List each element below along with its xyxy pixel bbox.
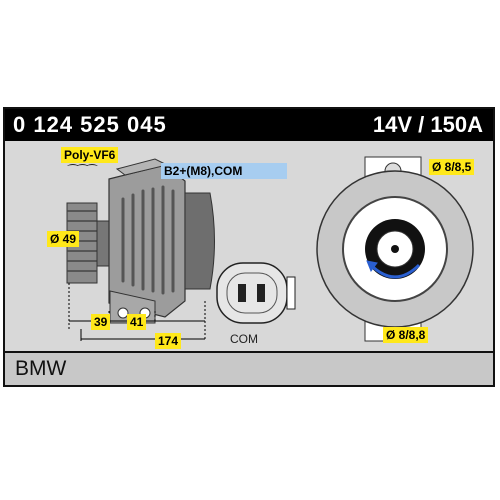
rear-view-icon xyxy=(316,156,474,342)
product-card: 0 124 525 045 14V / 150A xyxy=(3,107,495,387)
pulley-diameter-label: Ø 49 xyxy=(47,231,80,247)
pulley-icon xyxy=(66,202,110,284)
dim-41-label: 41 xyxy=(127,314,147,330)
alternator-drawing xyxy=(66,156,474,342)
terminal-label: B2+(M8),COM xyxy=(161,163,287,179)
mount-top-label: Ø 8/8,5 xyxy=(429,159,475,175)
header-bar: 0 124 525 045 14V / 150A xyxy=(5,109,493,141)
dim-174-label: 174 xyxy=(155,333,182,349)
pulley-type-label: Poly-VF6 xyxy=(61,147,119,163)
mount-bottom-label: Ø 8/8,8 xyxy=(383,327,429,343)
dim-39-label: 39 xyxy=(91,314,111,330)
alternator-body-icon xyxy=(108,158,215,324)
pulley-ribs-icon: ⁀⁀⁀ xyxy=(68,164,97,178)
vehicle-brand: BMW xyxy=(15,357,67,380)
footer-bar: BMW xyxy=(5,351,493,385)
part-number: 0 124 525 045 xyxy=(13,112,167,137)
connector-icon xyxy=(216,262,296,324)
technical-drawing: Poly-VF6 ⁀⁀⁀ B2+(M8),COM Ø 49 39 41 174 … xyxy=(5,141,493,351)
connector-label: COM xyxy=(230,332,258,346)
rating: 14V / 150A xyxy=(372,112,483,137)
